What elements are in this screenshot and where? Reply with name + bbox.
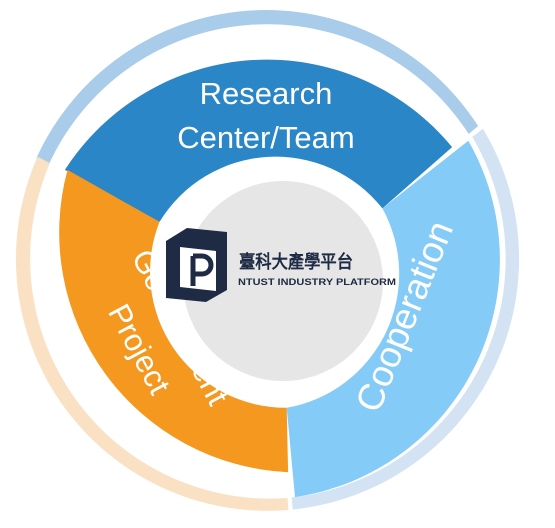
ntust-logo-mark-icon <box>166 228 227 302</box>
research-label-line1: Research <box>200 76 333 111</box>
research-outer-ring <box>36 10 479 166</box>
government-project-segment <box>59 169 289 473</box>
center-title: 臺科大產學平台 <box>239 251 353 273</box>
center-subtitle: NTUST INDUSTRY PLATFORM <box>238 277 396 288</box>
cooperation-outer-ring <box>291 128 520 510</box>
government-outer-ring <box>15 156 289 511</box>
ntust-platform-logo: 臺科大產學平台 NTUST INDUSTRY PLATFORM <box>166 228 396 302</box>
research-center-segment <box>64 59 453 222</box>
research-label-line2: Center/Team <box>177 120 354 155</box>
center-disc <box>183 181 383 381</box>
cooperation-segment <box>286 140 500 498</box>
